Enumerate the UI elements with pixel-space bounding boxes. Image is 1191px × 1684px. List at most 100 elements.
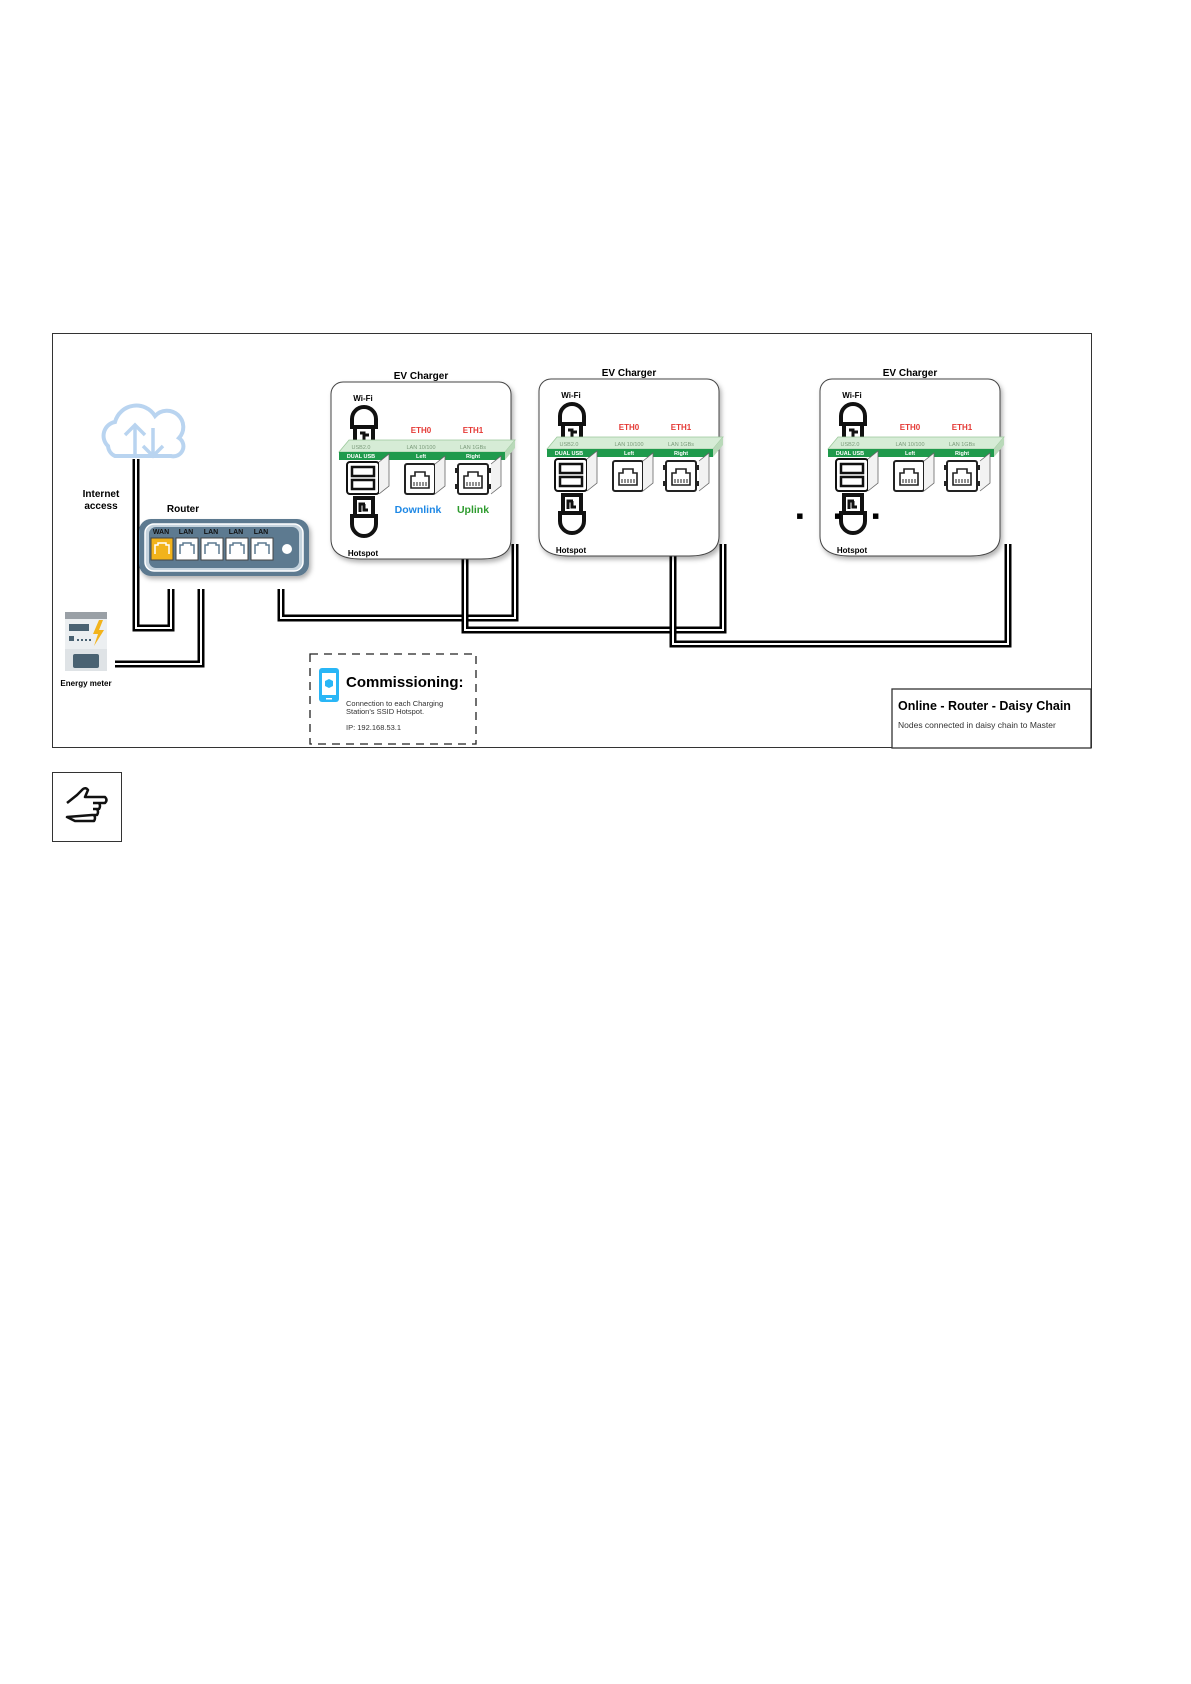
- network-diagram: Internet access Router WAN LAN LAN LAN L…: [52, 333, 1092, 749]
- uplink-label: Uplink: [457, 504, 489, 516]
- charger-title: EV Charger: [394, 371, 449, 382]
- hotspot-label: Hotspot: [348, 549, 379, 558]
- port-tab: [663, 465, 666, 470]
- eth0-port-icon: [612, 460, 644, 492]
- cable-charger2-downlink-charger3-uplink: [669, 544, 1012, 648]
- router-label: Router: [167, 504, 199, 515]
- eth0-label: ETH0: [900, 423, 921, 432]
- port-strip-side: [713, 437, 723, 457]
- strip-bottom-label: DUAL USB: [836, 451, 864, 457]
- legend-title: Online - Router - Daisy Chain: [898, 699, 1071, 713]
- port-tab: [488, 484, 491, 489]
- charger-title: EV Charger: [883, 368, 938, 379]
- strip-top-label: USB2.0: [352, 445, 371, 451]
- port-tab: [455, 484, 458, 489]
- eth1-label: ETH1: [671, 423, 692, 432]
- port-side: [434, 455, 446, 495]
- strip-top-label: USB2.0: [841, 442, 860, 448]
- wifi-label: Wi-Fi: [353, 394, 372, 403]
- cable-internet-wan: [132, 459, 175, 632]
- commissioning-title: Commissioning:: [346, 674, 464, 691]
- pointing-hand-icon: [65, 786, 108, 823]
- wifi-label: Wi-Fi: [842, 391, 861, 400]
- router-led: [282, 544, 292, 554]
- router-port-lan: [250, 537, 274, 561]
- port-tab: [696, 465, 699, 470]
- strip-bottom-label: Right: [955, 451, 969, 457]
- energy-meter-label: Energy meter: [60, 679, 111, 688]
- strip-top-label: LAN 10/100: [614, 442, 643, 448]
- router-port-label-0: WAN: [153, 529, 169, 536]
- cable-charger1-downlink-charger2-uplink: [461, 544, 727, 634]
- hotspot-dongle-icon: [350, 496, 378, 538]
- hotspot-label: Hotspot: [556, 546, 587, 555]
- charger-title: EV Charger: [602, 368, 657, 379]
- wifi-dongle-icon: [839, 402, 867, 444]
- port-tab: [944, 481, 947, 486]
- eth1-label: ETH1: [463, 426, 484, 435]
- commissioning-line-2: Station's SSID Hotspot.: [346, 707, 424, 716]
- port-strip-bottom: [547, 449, 713, 457]
- commissioning-box: Commissioning: Connection to each Chargi…: [309, 653, 477, 745]
- strip-top-label: LAN 1GBs: [460, 445, 486, 451]
- port-tab: [488, 468, 491, 473]
- strip-bottom-label: DUAL USB: [347, 454, 375, 460]
- port-side: [923, 452, 935, 492]
- eth1-port-icon: [665, 460, 697, 492]
- eth0-port-icon: [404, 463, 436, 495]
- eth1-label: ETH1: [952, 423, 973, 432]
- wifi-label: Wi-Fi: [561, 391, 580, 400]
- hotspot-dongle-icon: [558, 493, 586, 535]
- strip-top-label: LAN 1GBs: [668, 442, 694, 448]
- energy-meter-icon: [65, 612, 107, 671]
- internet-label-2: access: [84, 501, 118, 512]
- router: Router WAN LAN LAN LAN LAN: [139, 504, 309, 576]
- port-side: [979, 452, 991, 492]
- dual-usb-port-icon: [346, 453, 390, 495]
- strip-top-label: LAN 10/100: [895, 442, 924, 448]
- strip-top-label: USB2.0: [560, 442, 579, 448]
- strip-bottom-label: DUAL USB: [555, 451, 583, 457]
- wifi-dongle-icon: [558, 402, 586, 444]
- port-side: [490, 455, 502, 495]
- eth0-label: ETH0: [411, 426, 432, 435]
- dual-usb-port-icon: [835, 450, 879, 492]
- strip-bottom-label: Left: [624, 451, 634, 457]
- router-port-wan: [150, 537, 174, 561]
- router-port-label-1: LAN: [179, 529, 193, 536]
- more-chargers-ellipsis: ▪ ▪ ▪: [796, 503, 892, 528]
- strip-bottom-label: Right: [466, 454, 480, 460]
- port-tab: [663, 481, 666, 486]
- port-tab: [455, 468, 458, 473]
- port-tab: [977, 465, 980, 470]
- legend-subtitle: Nodes connected in daisy chain to Master: [898, 720, 1056, 730]
- wifi-dongle-icon: [350, 405, 378, 447]
- port-tab: [977, 481, 980, 486]
- eth0-port-icon: [893, 460, 925, 492]
- eth0-label: ETH0: [619, 423, 640, 432]
- strip-bottom-label: Left: [416, 454, 426, 460]
- cloud-upload-download-icon: [101, 403, 186, 459]
- commissioning-line-1: Connection to each Charging: [346, 699, 443, 708]
- router-port-label-3: LAN: [229, 529, 243, 536]
- port-strip-side: [505, 440, 515, 460]
- eth1-port-icon: [457, 463, 489, 495]
- dual-usb-port-icon: [554, 450, 598, 492]
- port-strip-bottom: [828, 449, 994, 457]
- port-tab: [696, 481, 699, 486]
- router-port-lan: [200, 537, 224, 561]
- router-port-label-2: LAN: [204, 529, 218, 536]
- port-strip-bottom: [339, 452, 505, 460]
- phone-icon: [319, 668, 339, 702]
- diagram-legend: Online - Router - Daisy Chain Nodes conn…: [891, 688, 1092, 749]
- commissioning-ip: IP: 192.168.53.1: [346, 723, 401, 732]
- port-side: [642, 452, 654, 492]
- strip-top-label: LAN 1GBs: [949, 442, 975, 448]
- router-port-lan: [175, 537, 199, 561]
- port-tab: [944, 465, 947, 470]
- strip-bottom-label: Right: [674, 451, 688, 457]
- downlink-label: Downlink: [395, 504, 442, 516]
